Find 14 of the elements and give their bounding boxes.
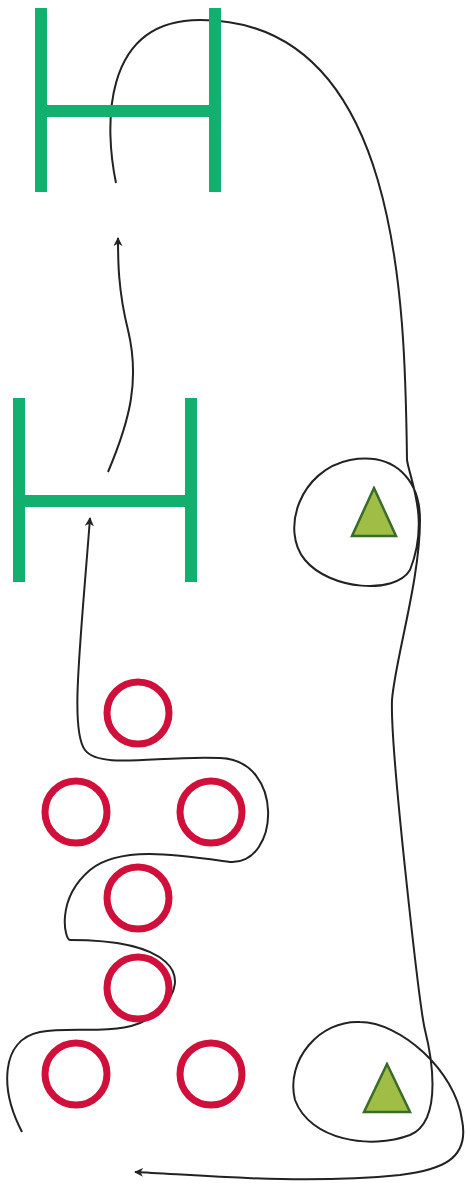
arrow: [6, 517, 270, 1133]
h-symbol: [34, 8, 222, 192]
ring-circle: [41, 777, 111, 847]
ring-circle: [176, 777, 246, 847]
ring-circle: [103, 953, 173, 1023]
triangle-marker: [350, 486, 398, 538]
ring-circle: [103, 863, 173, 933]
ring-circle: [103, 678, 173, 748]
ring-circle: [176, 1039, 246, 1109]
h-symbol: [12, 398, 198, 582]
arrow: [109, 19, 465, 1181]
ring-circle: [41, 1039, 111, 1109]
triangle-marker: [362, 1062, 412, 1114]
arrow: [107, 237, 135, 473]
